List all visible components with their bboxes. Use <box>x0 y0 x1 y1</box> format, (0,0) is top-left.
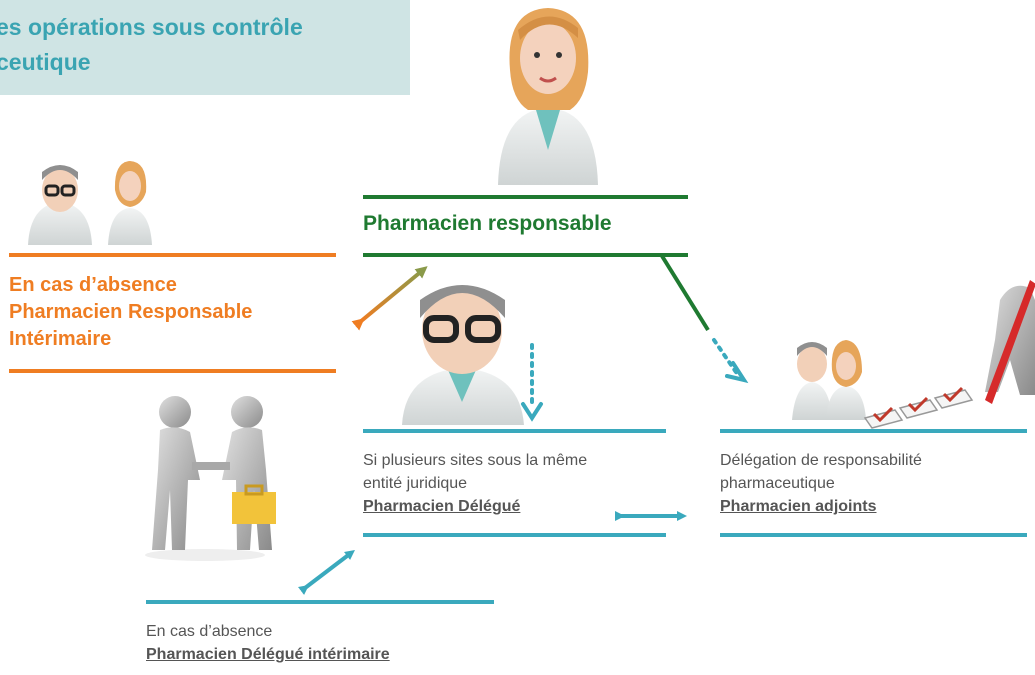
handshake-icon <box>145 396 276 561</box>
absence-pr-line2: Pharmacien Responsable <box>9 301 253 323</box>
header-title-line2: ceutique <box>0 49 91 75</box>
delegue-interim-role: Pharmacien Délégué intérimaire <box>146 646 390 663</box>
pharmacist-pair-icon <box>28 161 152 245</box>
delegue-interim-line1: En cas d’absence <box>146 623 273 640</box>
adjoints-dotted-arrow <box>660 254 749 384</box>
man-pharmacist-icon <box>402 285 524 425</box>
absence-pr-double-arrow <box>351 266 428 331</box>
absence-pr-bottom-rule <box>9 369 336 373</box>
adjoints-line2: pharmaceutique <box>720 475 835 492</box>
delegue-interim-label: En cas d’absence Pharmacien Délégué inté… <box>146 620 390 666</box>
checklist-team-icon <box>792 280 1035 429</box>
delegue-top-rule <box>363 429 666 433</box>
delegue-line2: entité juridique <box>363 475 468 492</box>
adjoints-line1: Délégation de responsabilité <box>720 452 922 469</box>
adjoints-role: Pharmacien adjoints <box>720 498 877 515</box>
header-banner: es opérations sous contrôle ceutique <box>0 0 410 95</box>
delegue-interim-double-arrow <box>297 549 355 596</box>
delegue-dotted-arrow <box>521 256 543 422</box>
delegue-line1: Si plusieurs sites sous la même <box>363 452 588 469</box>
delegue-role: Pharmacien Délégué <box>363 498 521 515</box>
woman-pharmacist-icon <box>498 8 598 185</box>
pr-top-rule <box>363 195 688 199</box>
adjoints-label: Délégation de responsabilité pharmaceuti… <box>720 449 922 518</box>
absence-pr-label: En cas d’absence Pharmacien Responsable … <box>9 272 349 353</box>
header-title-line1: es opérations sous contrôle <box>0 14 303 40</box>
delegue-label: Si plusieurs sites sous la même entité j… <box>363 449 587 518</box>
absence-pr-line3: Intérimaire <box>9 328 112 350</box>
delegue-interim-top-rule <box>146 600 494 604</box>
adjoints-top-rule <box>720 429 1027 433</box>
pharmacien-responsable-title: Pharmacien responsable <box>363 212 612 235</box>
absence-pr-top-rule <box>9 253 336 257</box>
adjoints-bottom-rule <box>720 533 1027 537</box>
absence-pr-line1: En cas d’absence <box>9 274 177 296</box>
pr-bottom-rule <box>363 253 688 257</box>
delegue-bottom-rule <box>363 533 666 537</box>
